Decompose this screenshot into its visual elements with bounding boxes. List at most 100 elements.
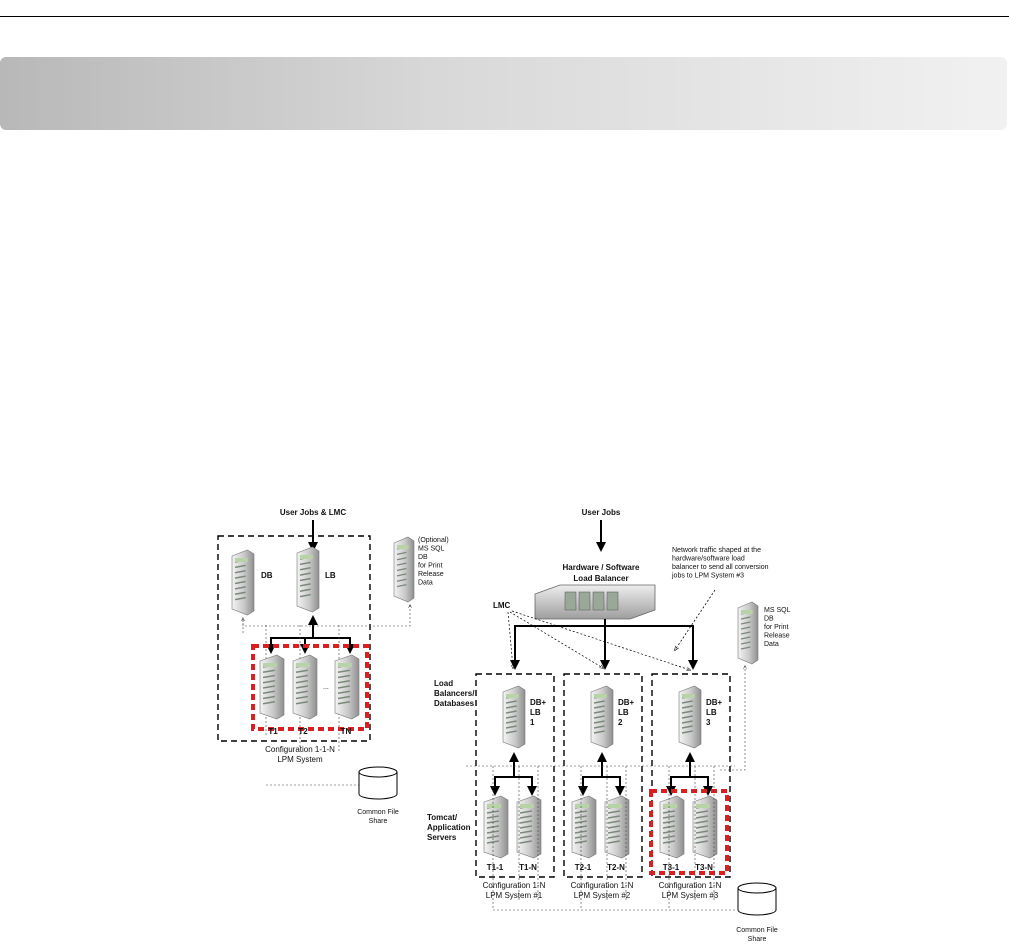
row-label-load-balancers: Balancers/ [434, 689, 475, 698]
ms-sql-db-label: DB [764, 616, 774, 623]
config-caption: Configuration 1-N [571, 881, 634, 890]
db-lb-label: 2 [618, 718, 623, 727]
tomcat-server-icon [516, 795, 542, 859]
tomcat-server-icon [334, 654, 360, 720]
db-lb-label: LB [618, 708, 629, 717]
share-caption: Common File [357, 809, 399, 816]
server-label: T3-1 [663, 863, 680, 872]
ms-sql-db-label: Release [764, 633, 790, 640]
server-label: TN [341, 727, 352, 736]
lmc-link [507, 611, 513, 668]
distribution-path [605, 625, 694, 668]
balancer-label: Load Balancer [573, 574, 628, 583]
traffic-note: Network traffic shaped at the [672, 547, 761, 554]
db-lb-label: DB+ [706, 698, 723, 707]
db-lb-server-icon [678, 685, 702, 749]
lpm-system-boundary [563, 673, 643, 878]
optional-db-link [242, 605, 410, 627]
input-label: User Jobs [582, 508, 621, 517]
distribution-path [514, 619, 606, 668]
common-file-share-icon [737, 882, 777, 916]
lb-server-icon [296, 546, 320, 613]
row-label-app-servers: Application [427, 823, 471, 832]
config-caption: Configuration 1-N [659, 881, 722, 890]
hardware-load-balancer-icon [534, 584, 656, 620]
tomcat-server-icon [692, 795, 718, 859]
top-rule [0, 16, 1009, 17]
worker-pool-highlight [251, 644, 369, 731]
server-label: T1-N [519, 863, 537, 872]
tomcat-server-icon [571, 795, 597, 859]
server-label: T2-1 [575, 863, 592, 872]
lmc-link [511, 610, 690, 670]
db-lb-label: 3 [706, 718, 711, 727]
db-label: DB [261, 571, 273, 580]
tomcat-server-icon [604, 795, 630, 859]
ellipsis-label: ... [323, 684, 329, 691]
config-caption: Configuration 1-N [483, 881, 546, 890]
lpm-system-boundary [475, 673, 555, 878]
config-caption: LPM System #1 [486, 891, 543, 900]
db-lb-label: 1 [530, 718, 535, 727]
optional-db-label: for Print [418, 563, 443, 570]
balancer-label: Hardware / Software [563, 563, 640, 572]
share-caption: Common File [736, 927, 778, 934]
optional-db-label: (Optional) [418, 537, 449, 544]
server-label: T2 [298, 727, 308, 736]
worker-bus [582, 776, 621, 792]
server-label: T2-N [607, 863, 625, 872]
lb-label: LB [325, 571, 336, 580]
row-label-app-servers: Tomcat/ [427, 813, 458, 822]
traffic-note: jobs to LPM System #3 [671, 573, 744, 580]
config-caption: LPM System [277, 755, 323, 764]
db-lb-server-icon [590, 685, 614, 749]
tomcat-server-icon [659, 795, 685, 859]
optional-db-label: DB [418, 554, 428, 561]
lmc-label: LMC [493, 601, 511, 610]
worker-pool-highlight [649, 789, 729, 875]
share-caption: Share [369, 818, 388, 825]
note-pointer [675, 589, 716, 650]
input-label: User Jobs & LMC [280, 508, 346, 517]
traffic-note: balancer to send all conversion [672, 564, 769, 571]
server-label: T3-N [695, 863, 713, 872]
section-heading-band [0, 57, 1007, 130]
config-caption: LPM System #3 [662, 891, 719, 900]
share-caption: Share [748, 936, 767, 943]
lpm-system-boundary [217, 535, 371, 742]
db-lb-label: LB [530, 708, 541, 717]
ms-sql-db-label: MS SQL [764, 607, 791, 614]
ms-sql-db-label: for Print [764, 624, 789, 631]
worker-bus [494, 776, 533, 792]
db-lb-label: DB+ [618, 698, 635, 707]
server-label: T1 [268, 727, 278, 736]
optional-db-server-icon [393, 536, 415, 603]
db-lb-label: DB+ [530, 698, 547, 707]
config-caption: Configuration 1-1-N [265, 745, 335, 754]
traffic-note: hardware/software load [672, 556, 745, 563]
row-label-app-servers: Servers [427, 833, 457, 842]
ms-sql-link [720, 666, 745, 771]
tomcat-server-icon [483, 795, 509, 859]
server-label: T1-1 [487, 863, 504, 872]
optional-db-label: Release [418, 571, 444, 578]
row-label-load-balancers: Databases [434, 699, 475, 708]
optional-db-label: MS SQL [418, 546, 445, 553]
row-label-load-balancers: Load [434, 679, 453, 688]
tomcat-server-icon [259, 654, 285, 720]
tomcat-server-icon [292, 654, 318, 720]
db-lb-server-icon [502, 685, 526, 749]
ms-sql-db-label: Data [764, 641, 779, 648]
ms-sql-db-server-icon [737, 601, 759, 665]
common-file-share-icon [358, 766, 398, 800]
config-caption: LPM System #2 [574, 891, 631, 900]
lmc-link [509, 611, 603, 668]
db-lb-label: LB [706, 708, 717, 717]
db-server-icon [231, 549, 255, 616]
